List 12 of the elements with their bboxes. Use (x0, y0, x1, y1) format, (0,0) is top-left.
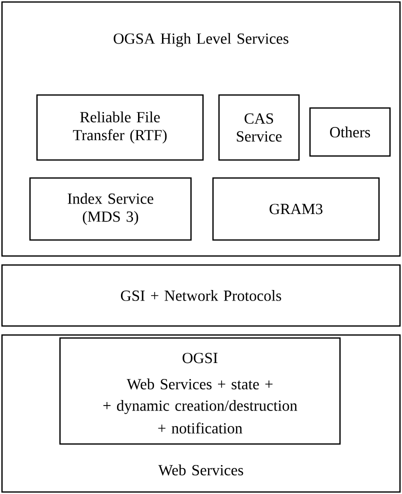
service-box: Reliable File Transfer (RTF) (36, 94, 204, 161)
layer-heading: Web Services (158, 464, 244, 476)
layer-text: + notification (158, 422, 242, 434)
service-box: CAS Service (218, 94, 300, 161)
service-box: GRAM3 (212, 177, 380, 241)
layer-band: GSI + Network Protocols (1, 264, 401, 327)
layer-heading: OGSA High Level Services (114, 32, 288, 48)
layer-text: + dynamic creation/destruction (103, 400, 298, 414)
service-box: Others (309, 107, 391, 157)
layer-heading: OGSI (182, 352, 218, 364)
service-box: Index Service (MDS 3) (29, 177, 192, 241)
layer-text: Web Services + state + (126, 378, 273, 390)
